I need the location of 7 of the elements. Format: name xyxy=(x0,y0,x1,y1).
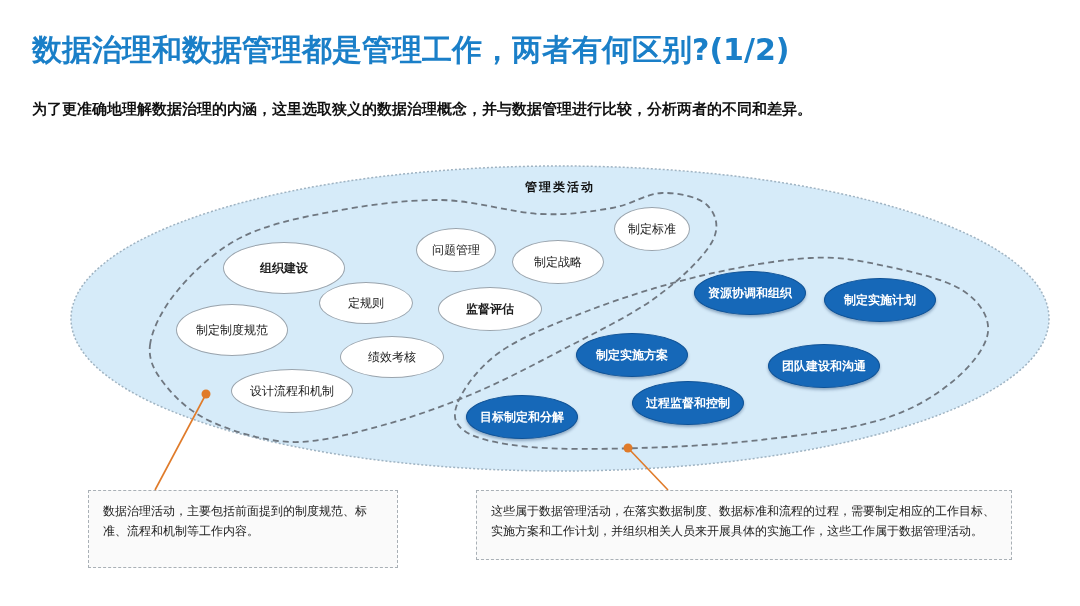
leader-line xyxy=(623,443,669,491)
note-box: 这些属于数据管理活动，在落实数据制度、数据标准和流程的过程，需要制定相应的工作目标、实施方案和工作计划，并组织相关人员来开展具体的实施工作，这些工作属于数据管理活动。 xyxy=(476,490,1012,560)
note-box: 数据治理活动，主要包括前面提到的制度规范、标准、流程和机制等工作内容。 xyxy=(88,490,398,568)
leader-line xyxy=(154,389,211,491)
group-heading: 管理类活动 xyxy=(524,179,596,196)
page-title: 数据治理和数据管理都是管理工作，两者有何区别?(1/2) xyxy=(32,31,790,69)
subtitle: 为了更准确地理解数据治理的内涵，这里选取狭义的数据治理概念，并与数据管理进行比较，分析两者的不同和差异。 xyxy=(32,100,812,119)
